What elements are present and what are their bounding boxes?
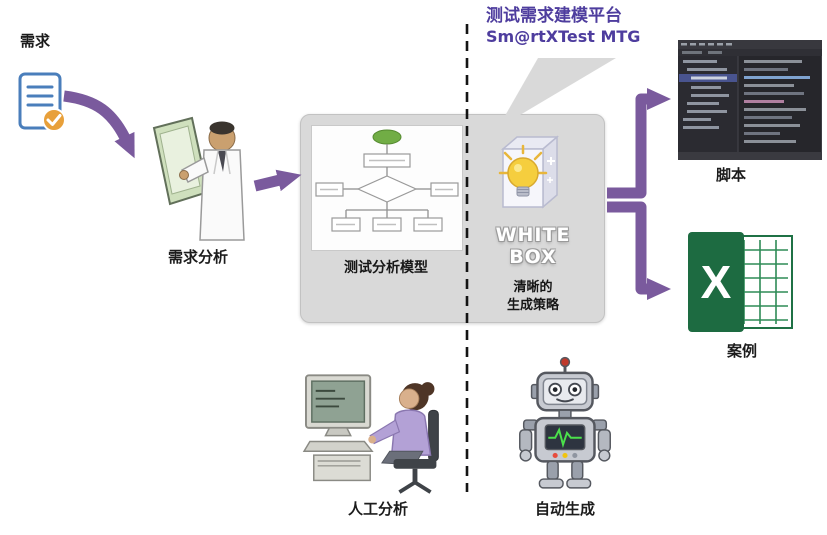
requirement-document-icon (14, 72, 66, 134)
computer-user-icon (300, 350, 456, 496)
analysis-label: 需求分析 (167, 248, 228, 266)
callout-subtitle: Sm@rtXTest MTG (486, 27, 641, 47)
case-label: 案例 (726, 342, 757, 360)
lightbulb-box-icon (497, 131, 563, 215)
requirement-label: 需求 (20, 32, 51, 50)
arrow-analysis-to-platform (253, 169, 302, 192)
excel-x-letter: X (700, 256, 732, 308)
callout-title: 测试需求建模平台 (486, 6, 622, 26)
robot-icon (506, 354, 624, 494)
manual-label: 人工分析 (347, 500, 408, 518)
strategy-line1: 清晰的 (513, 280, 553, 295)
script-screenshot (677, 39, 823, 161)
whitebox-caption: WHITE BOX (481, 224, 585, 269)
whitebox-line1: WHITE (495, 224, 571, 246)
auto-label: 自动生成 (534, 500, 595, 518)
model-label: 测试分析模型 (344, 260, 428, 276)
whitebox-line2: BOX (509, 245, 557, 268)
platform-box: 测试分析模型 WHIT (300, 114, 605, 323)
analyst-icon (138, 114, 258, 244)
script-label: 脚本 (715, 166, 746, 184)
arrow-platform-to-case (607, 201, 671, 300)
arrow-platform-to-script (607, 88, 671, 199)
strategy-line2: 生成策略 (506, 298, 559, 314)
callout-bubble: 测试需求建模平台 Sm@rtXTest MTG (486, 6, 716, 48)
excel-icon: X (686, 230, 798, 334)
arrow-req-to-analysis (63, 90, 135, 159)
flowchart-thumbnail (311, 125, 463, 251)
strategy-caption: 清晰的 生成策略 (481, 279, 585, 315)
